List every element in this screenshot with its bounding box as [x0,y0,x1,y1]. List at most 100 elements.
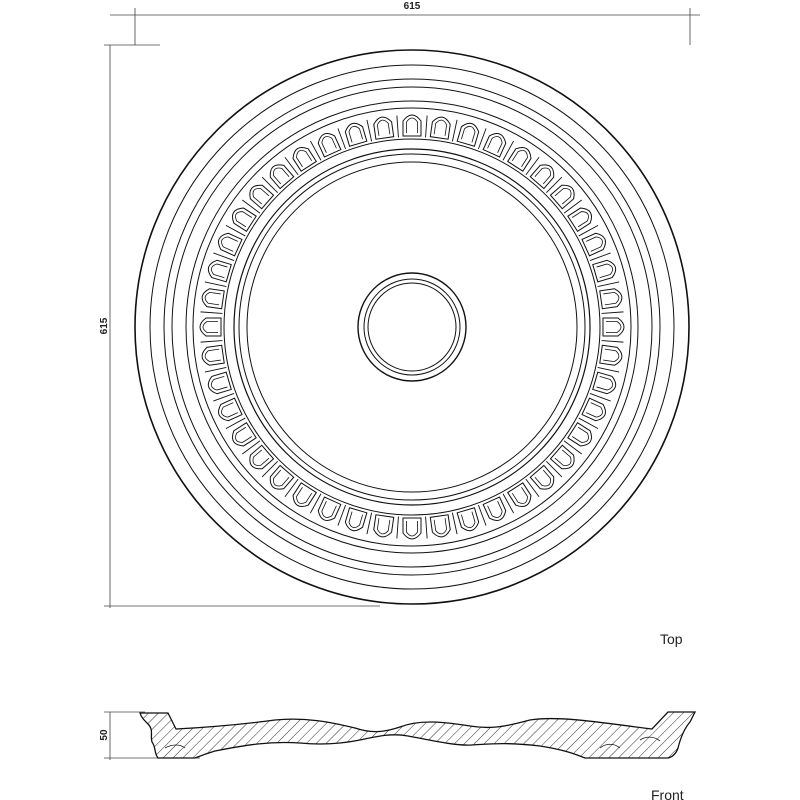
egg-ornament [249,444,275,470]
dart-ornament [546,176,563,193]
dart-ornament [451,119,458,142]
egg-ornament [269,164,295,190]
egg-ornament [199,317,222,337]
dart-ornament [597,366,620,373]
egg-ornament [592,259,617,283]
dart-ornament [366,119,373,142]
outer-step-ring [171,86,653,568]
front-view-profile [139,711,697,759]
egg-ornament [507,146,532,172]
dart-ornament [337,128,347,150]
section-profile [139,711,697,759]
dart-ornament [396,516,399,539]
dart-ornament [200,311,223,314]
egg-ornament [373,514,395,538]
egg-band-inner-ring [223,138,601,516]
dart-ornament [597,281,620,288]
egg-ornament [402,114,422,137]
dart-ornament [261,461,278,478]
egg-ornament [402,517,422,540]
dart-ornament [477,128,487,150]
section-detail-line [164,736,661,749]
outer-rim-ring [134,49,690,605]
egg-ornament [567,422,593,447]
dart-ornament [601,311,624,314]
egg-ornament [269,464,295,490]
dart-ornament [366,512,373,535]
inner-field-ring [246,161,578,493]
dart-ornament [563,440,582,455]
egg-ornament [529,164,555,190]
egg-ornament [592,371,617,395]
egg-ornament [529,464,555,490]
egg-ornament [549,184,575,210]
egg-ornament [599,344,623,366]
egg-ornament [292,482,317,508]
dart-ornament [477,504,487,526]
egg-ornament [317,133,342,158]
egg-ornament [456,507,480,532]
dart-ornament [261,176,278,193]
center-boss-ring [363,278,461,376]
egg-ornament [218,397,243,422]
dart-ornament [213,392,235,402]
top-width-dimension: 615 [110,1,700,45]
top-height-dimension: 615 [99,44,380,608]
dart-ornament [589,252,611,262]
center-boss-outer-ring [357,272,467,382]
egg-ornament [482,133,507,158]
dart-ornament [225,225,246,237]
outer-step-ring [185,100,639,554]
egg-ornament [317,496,342,521]
egg-ornament [482,496,507,521]
dart-ornament [525,478,540,497]
dart-ornament [601,340,624,343]
dart-ornament [563,199,582,214]
egg-ornament [201,288,225,310]
dart-ornament [578,417,599,429]
dart-ornament [502,493,514,514]
inner-field-ring [233,148,591,506]
front-view-label: Front [651,787,684,800]
top-view-label: Top [660,631,683,647]
dart-ornament [225,417,246,429]
egg-ornament [207,371,232,395]
dart-ornament [242,199,261,214]
dart-ornament [284,478,299,497]
dart-ornament [425,115,428,138]
egg-ornament [581,397,606,422]
dart-ornament [502,140,514,161]
egg-ornament [549,444,575,470]
dart-ornament [284,157,299,176]
dart-ornament [396,115,399,138]
dart-ornament [425,516,428,539]
dart-ornament [310,493,322,514]
egg-ornament [567,207,593,232]
top-height-label: 615 [99,317,110,334]
dart-ornament [546,461,563,478]
dart-ornament [589,392,611,402]
egg-ornament [292,146,317,172]
egg-ornament [231,422,257,447]
egg-ornament [249,184,275,210]
dart-ornament [310,140,322,161]
dart-ornament [337,504,347,526]
dart-ornament [204,366,227,373]
egg-ornament [429,514,451,538]
dart-ornament [204,281,227,288]
inner-field-ring [238,153,586,501]
egg-ornament [602,317,625,337]
front-height-label: 50 [99,729,110,741]
egg-ornament [581,232,606,257]
egg-ornament [231,207,257,232]
ceiling-rosette-top-view [134,49,690,605]
egg-ornament [344,507,368,532]
egg-ornament [207,259,232,283]
egg-band-outer-ring [192,107,632,547]
center-boss-ring [367,282,457,372]
egg-and-dart-band [199,114,625,540]
dart-ornament [451,512,458,535]
dart-ornament [578,225,599,237]
dart-ornament [200,340,223,343]
